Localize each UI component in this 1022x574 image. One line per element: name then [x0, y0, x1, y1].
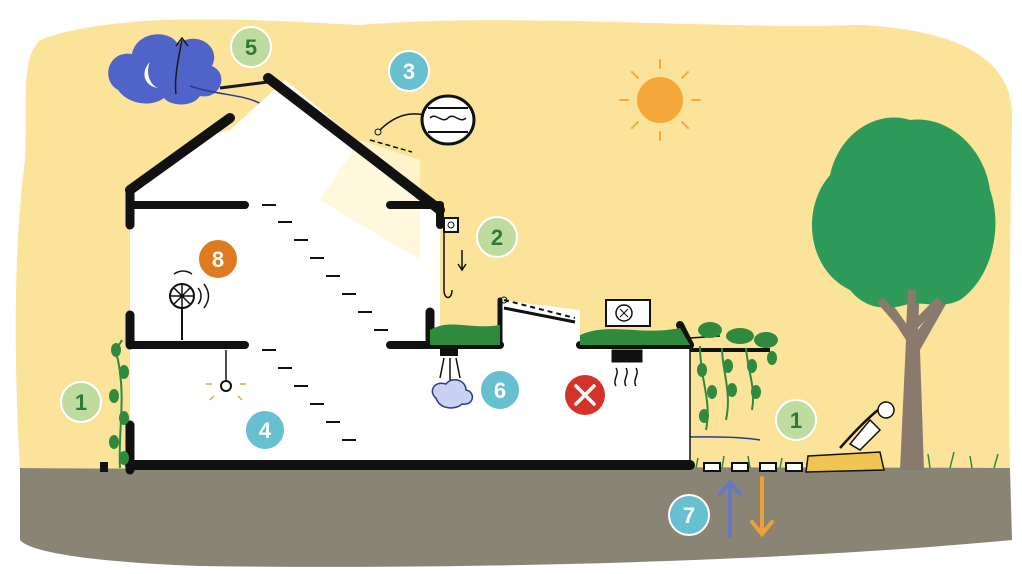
svg-text:1: 1 — [75, 390, 87, 415]
badge-1-right: 1 — [776, 400, 816, 440]
svg-text:4: 4 — [259, 418, 272, 443]
green-roof-right — [580, 328, 690, 345]
badge-4: 4 — [245, 410, 285, 450]
green-roof-left — [430, 324, 500, 345]
badge-2: 2 — [477, 217, 517, 257]
ground — [20, 467, 1012, 566]
svg-text:1: 1 — [790, 408, 802, 433]
badge-6: 6 — [480, 370, 520, 410]
svg-text:6: 6 — [494, 378, 506, 403]
badge-3: 3 — [389, 51, 429, 91]
svg-text:5: 5 — [245, 35, 257, 60]
badge-8: 8 — [198, 239, 238, 279]
badge-5: 5 — [231, 27, 271, 67]
svg-text:3: 3 — [403, 59, 415, 84]
cross-icon — [565, 375, 605, 415]
svg-text:8: 8 — [212, 247, 224, 272]
badge-7: 7 — [669, 495, 709, 535]
svg-text:2: 2 — [491, 225, 503, 250]
badge-1-left: 1 — [61, 382, 101, 422]
svg-text:7: 7 — [683, 503, 695, 528]
